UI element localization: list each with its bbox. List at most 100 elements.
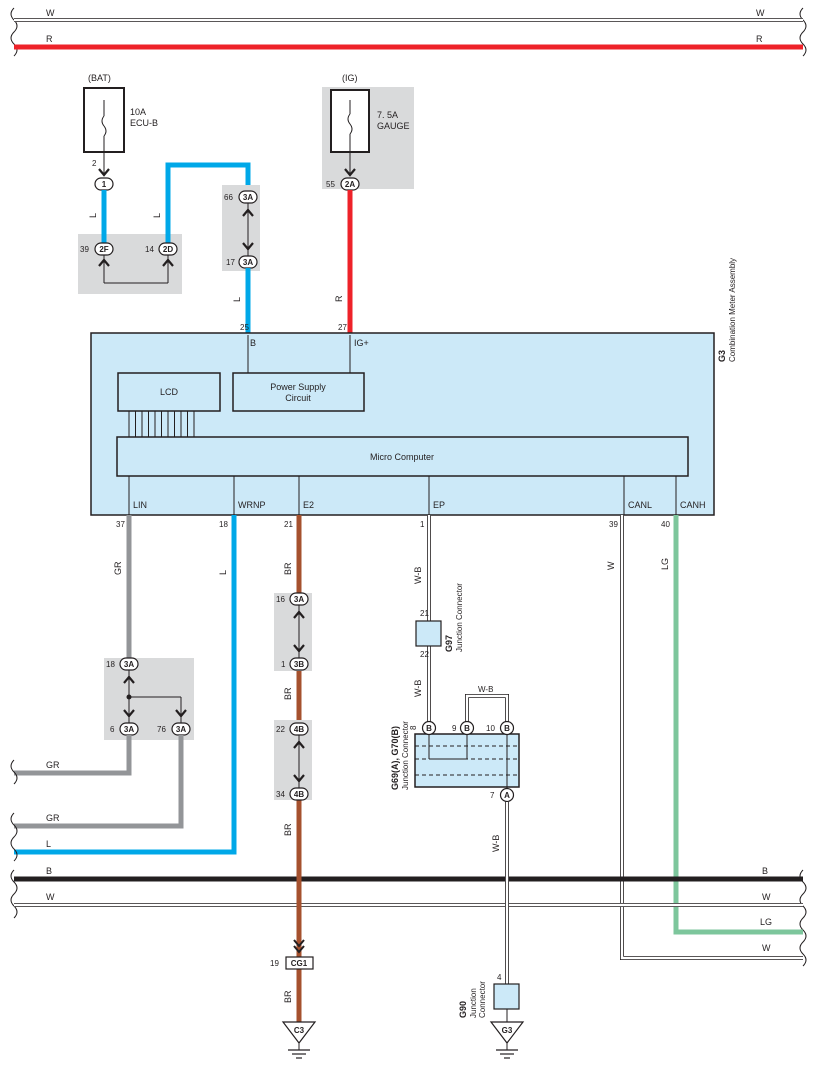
- wire-label-l2: L: [152, 213, 162, 218]
- wire-l-wrnp: [14, 515, 237, 855]
- meter-pin-e2-label: E2: [303, 500, 314, 510]
- connector-3a-76-pin: 76: [157, 725, 166, 734]
- wire-label-br2: BR: [283, 687, 293, 700]
- g69-pin-7-num: 7: [490, 791, 495, 800]
- wire-label-gr-left1: GR: [46, 760, 60, 770]
- fuse-ig-name: GAUGE: [377, 121, 410, 131]
- g97-code: G97: [444, 635, 454, 652]
- wire-lg-canh: [673, 515, 803, 935]
- fuse-bat-rating: 10A: [130, 107, 146, 117]
- connector-cg1-code: CG1: [291, 959, 308, 968]
- fuse-ig-source: (IG): [342, 73, 358, 83]
- fuse-bat-pin: 2: [92, 159, 97, 168]
- connector-cg1-pin: 19: [270, 959, 279, 968]
- top-bus-r-left-label: R: [46, 34, 53, 44]
- g90-pin: 4: [497, 973, 502, 982]
- lcd-data-bus: [128, 411, 195, 437]
- g69-code: G69(A), G70(B): [390, 726, 400, 790]
- connector-4b-34-code: 4B: [294, 790, 304, 799]
- connector-2f-code: 2F: [99, 245, 108, 254]
- meter-pin-1-num: 1: [420, 520, 425, 529]
- g97-name: Junction Connector: [455, 583, 464, 652]
- meter-code: G3: [717, 350, 727, 362]
- junction-connector-g69-g70: B 8 B 9 B 10 A 7 G69(A), G70(B) Junction…: [390, 721, 520, 803]
- meter-pin-lin-label: LIN: [133, 500, 147, 510]
- wire-label-l3: L: [232, 297, 242, 302]
- connector-3a-6-pin: 6: [110, 725, 115, 734]
- wire-w-canl: [620, 515, 803, 960]
- wire-label-w1: W: [606, 561, 616, 570]
- wire-label-wb4: W-B: [491, 835, 501, 852]
- wire-label-lg1: LG: [660, 558, 670, 570]
- micro-computer-block: [116, 436, 689, 477]
- meter-pin-40-num: 40: [661, 520, 670, 529]
- connector-3b-1-code: 3B: [294, 660, 304, 669]
- connector-3a-66-code: 3A: [243, 193, 253, 202]
- bottom-bus-w2-right-label: W: [762, 943, 771, 953]
- connector-3a-16-pin: 16: [276, 595, 285, 604]
- meter-pin-wrnp-label: WRNP: [238, 500, 266, 510]
- lcd-block: [117, 372, 221, 412]
- g69-pin-8-num: 8: [409, 725, 418, 730]
- fuse-bat-name: ECU-B: [130, 118, 158, 128]
- g69-pin-8-code: B: [426, 724, 432, 733]
- power-supply-line1: Power Supply: [270, 382, 326, 392]
- meter-pin-21-num: 21: [284, 520, 293, 529]
- connector-4b-34-pin: 34: [276, 790, 285, 799]
- ground-g3-label: G3: [502, 1026, 513, 1035]
- power-supply-line2: Circuit: [285, 393, 311, 403]
- wire-label-wb2: W-B: [413, 680, 423, 697]
- meter-name: Combination Meter Assembly: [728, 258, 737, 362]
- combination-meter-assembly: 25 27 B IG+ LCD Power Supply Circuit Mic…: [90, 258, 737, 529]
- wire-gr-left-2: [14, 735, 184, 829]
- connector-3a-76-code: 3A: [176, 725, 186, 734]
- g69-pin-9-code: B: [464, 724, 470, 733]
- connector-3a-66-pin: 66: [224, 193, 233, 202]
- fuse-ig-pin: 55: [326, 180, 335, 189]
- g69-pin-7-code: A: [504, 791, 510, 800]
- junction-connector-g97: 21 22 G97 Junction Connector: [415, 583, 464, 659]
- meter-pin-39-num: 39: [609, 520, 618, 529]
- ground-c3: C3: [281, 1021, 317, 1059]
- meter-pin-18-num: 18: [219, 520, 228, 529]
- wire-label-gr-left2: GR: [46, 813, 60, 823]
- fuse-ecu-b: (BAT) 10A ECU-B 2 1: [83, 73, 158, 191]
- connector-3a-18-pin: 18: [106, 660, 115, 669]
- lcd-label: LCD: [160, 387, 179, 397]
- bottom-bus-b-left-label: B: [46, 866, 52, 876]
- fuse-ig-rating: 7. 5A: [377, 110, 398, 120]
- junction-connector-g90: 4 G90 Junction Connector: [458, 973, 520, 1018]
- g69-pin-10-code: B: [504, 724, 510, 733]
- g69-pin-9-num: 9: [452, 724, 457, 733]
- connector-4b-22-code: 4B: [294, 725, 304, 734]
- top-bus-w-right-label: W: [756, 8, 765, 18]
- meter-pin-25-num: 25: [240, 323, 249, 332]
- wire-label-br4: BR: [283, 990, 293, 1003]
- connector-4b-22-pin: 22: [276, 725, 285, 734]
- connector-3a-17-pin: 17: [226, 258, 235, 267]
- connector-cg1: CG1 19: [270, 939, 314, 970]
- g69-name: Junction Connector: [401, 721, 410, 790]
- connector-3a-6-code: 3A: [124, 725, 134, 734]
- bottom-bus-b-right-label: B: [762, 866, 768, 876]
- junction-3a-upper: 3A 66 3A 17: [222, 185, 260, 271]
- connector-2a-code: 2A: [345, 180, 355, 189]
- wire-label-l4: L: [218, 570, 228, 575]
- g69-pin-10-num: 10: [486, 724, 495, 733]
- g90-name-line1: Junction: [469, 988, 478, 1018]
- wire-gr-left-1: [14, 735, 132, 776]
- ground-c3-label: C3: [294, 1026, 305, 1035]
- junction-4b: 4B 22 4B 34: [274, 720, 312, 801]
- power-supply-circuit-block: [232, 372, 365, 412]
- connector-2d: 2D 14: [145, 242, 178, 256]
- g97-pin-bottom: 22: [420, 650, 429, 659]
- connector-3a-16-code: 3A: [294, 595, 304, 604]
- wire-label-br3: BR: [283, 823, 293, 836]
- wire-l-2d-to-3a: [165, 162, 251, 243]
- top-bus: W W R R: [10, 7, 807, 57]
- connector-3b-1-pin: 1: [281, 660, 286, 669]
- connector-2d-code: 2D: [163, 245, 173, 254]
- meter-pin-ep-label: EP: [433, 500, 445, 510]
- connector-3a-18-code: 3A: [124, 660, 134, 669]
